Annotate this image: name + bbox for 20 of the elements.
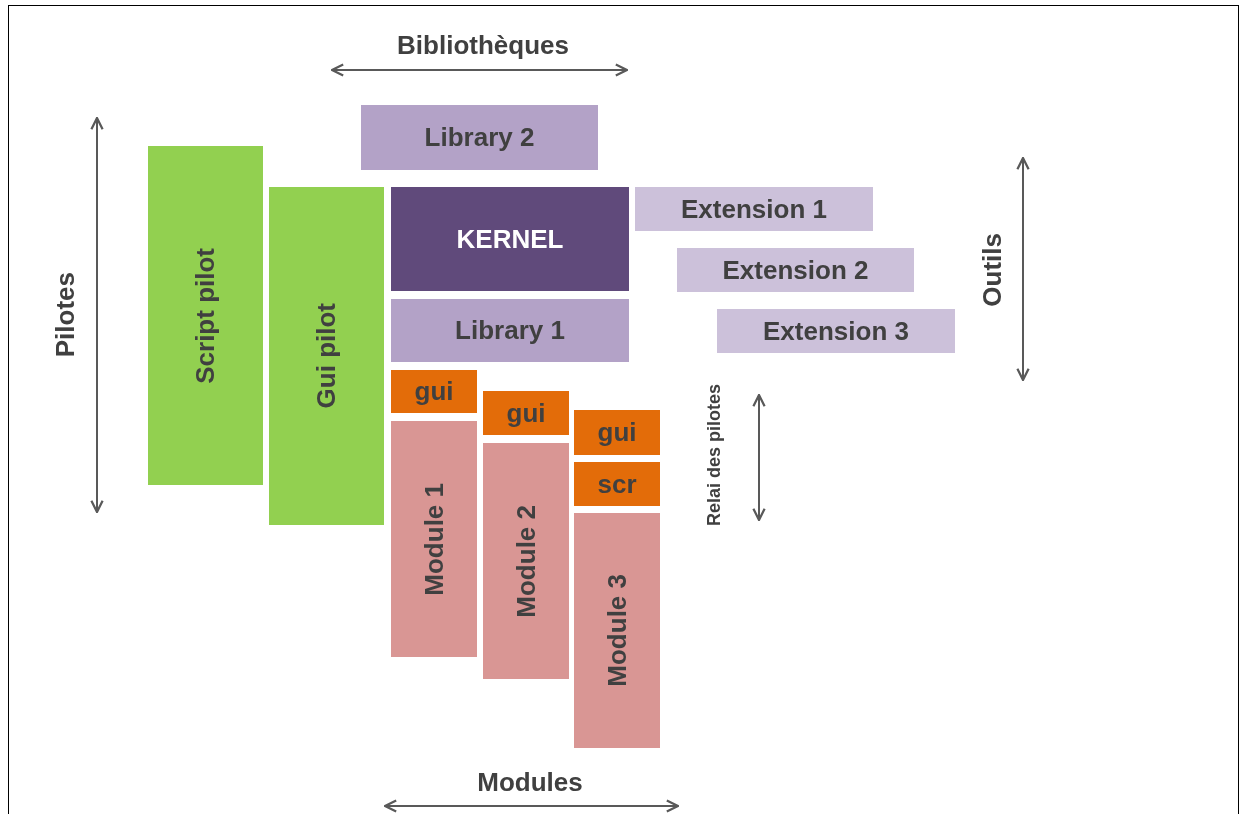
module-bar: Module 3 (574, 513, 660, 748)
relay-box: scr (574, 462, 660, 506)
relay-box: gui (483, 391, 569, 435)
relay-box: gui (391, 370, 477, 413)
extension-box: Extension 3 (717, 309, 955, 353)
dimension-label: Modules (477, 767, 583, 797)
extension-box: Extension 2 (677, 248, 914, 292)
dimension-label: Bibliothèques (397, 30, 569, 60)
dimension-label: Outils (977, 233, 1007, 307)
library-box: Library 2 (361, 105, 598, 170)
dimension-label: Pilotes (50, 272, 80, 358)
library-box: Library 1 (391, 299, 629, 362)
extension-box: Extension 1 (635, 187, 873, 231)
kernel-box: KERNEL (391, 187, 629, 291)
dimension-label: Relai des pilotes (705, 382, 725, 529)
relay-box: gui (574, 410, 660, 455)
pilot-bar: Gui pilot (269, 187, 384, 525)
module-bar: Module 2 (483, 443, 569, 679)
pilot-bar: Script pilot (148, 146, 263, 485)
module-bar: Module 1 (391, 421, 477, 657)
